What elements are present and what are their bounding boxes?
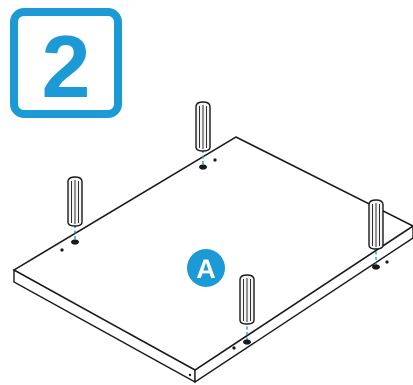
step-number-badge: 2 [10, 8, 122, 118]
hole-icon [60, 248, 64, 252]
part-label-circle [187, 249, 225, 287]
dowel-back [195, 101, 211, 170]
hole-icon [232, 346, 236, 350]
part-label-badge: A [187, 249, 225, 287]
dowel-right [368, 199, 384, 270]
part-label: A [196, 254, 216, 284]
hole-icon [188, 373, 192, 377]
hole-icon [213, 158, 217, 162]
dowel-left [67, 176, 83, 245]
wooden-dowel-icon [368, 199, 384, 250]
dowel-hole-icon [199, 164, 207, 170]
dowel-hole-icon [372, 264, 380, 270]
hole-icon [385, 260, 389, 264]
step-badge-frame [10, 8, 122, 118]
wooden-dowel-icon [239, 274, 255, 325]
drill-holes [60, 158, 389, 377]
dowel-hole-icon [243, 339, 251, 345]
step-number: 2 [42, 17, 91, 116]
dowel-front [239, 274, 255, 345]
wooden-dowel-icon [195, 101, 211, 152]
wooden-dowel-icon [67, 176, 83, 227]
dowel-hole-icon [71, 239, 79, 245]
